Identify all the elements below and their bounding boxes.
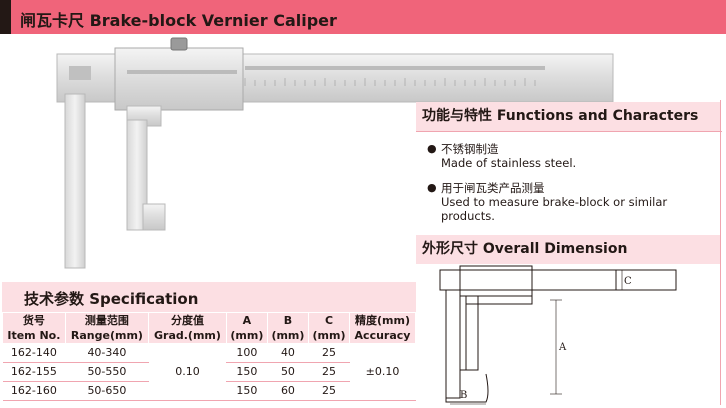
cell-b: 50 (267, 362, 309, 382)
scale-ticks (244, 78, 536, 86)
dimension-heading-bar: 外形尺寸 Overall Dimension (416, 235, 720, 264)
cell-range: 50-550 (65, 362, 149, 382)
feature-text-cn: 用于闸瓦类产品测量 (441, 181, 545, 195)
cell-a: 150 (226, 381, 268, 401)
dimension-drawing: C A B (439, 265, 677, 405)
list-item: ● 不锈钢制造 Made of stainless steel. (427, 142, 717, 170)
feature-text-cn: 不锈钢制造 (441, 142, 499, 156)
feature-text-en: Used to measure brake-block or similar p… (441, 195, 668, 223)
cell-item: 162-160 (2, 381, 66, 401)
cell-grad: 0.10 (148, 343, 227, 401)
header-a: A(mm) (225, 312, 268, 344)
table-row: 162-155 50-550 150 50 25 (2, 362, 416, 382)
dim-label-b: B (460, 390, 467, 401)
cell-b: 60 (267, 381, 309, 401)
cell-range: 40-340 (65, 343, 149, 363)
table-row: 162-140 40-340 0.10 100 40 25 ±0.10 (2, 343, 416, 401)
cell-a: 150 (226, 362, 268, 382)
scale-texture (127, 66, 545, 74)
functions-heading: 功能与特性 Functions and Characters (422, 108, 699, 124)
spec-heading: 技术参数 Specification (24, 290, 199, 308)
feature-list: ● 不锈钢制造 Made of stainless steel. ● 用于闸瓦类… (427, 142, 717, 234)
cell-range: 50-650 (65, 381, 149, 401)
dim-label-c: C (624, 276, 632, 287)
dim-label-a: A (558, 342, 567, 353)
cell-item: 162-140 (2, 343, 66, 363)
cell-accuracy: ±0.10 (349, 343, 416, 401)
right-border (720, 100, 721, 405)
dimension-heading: 外形尺寸 Overall Dimension (422, 241, 628, 257)
cell-c: 25 (308, 362, 350, 382)
cell-item: 162-155 (2, 362, 66, 382)
header-b: B(mm) (266, 312, 309, 344)
title-marker (0, 0, 11, 34)
feature-text-en: Made of stainless steel. (441, 156, 577, 170)
page-title: 闸瓦卡尺 Brake-block Vernier Caliper (20, 11, 337, 30)
title-bar: 闸瓦卡尺 Brake-block Vernier Caliper (0, 0, 726, 34)
functions-heading-bar: 功能与特性 Functions and Characters (416, 102, 720, 131)
header-c: C(mm) (307, 312, 351, 344)
list-item: ● 用于闸瓦类产品测量 Used to measure brake-block … (427, 181, 717, 223)
cell-c: 25 (308, 343, 350, 363)
bullet-icon: ● (427, 142, 437, 155)
bullet-icon: ● (427, 181, 437, 194)
cell-b: 40 (267, 343, 309, 363)
caliper-product-image (56, 37, 614, 269)
cell-c: 25 (308, 381, 350, 401)
functions-divider (416, 131, 722, 132)
cell-a: 100 (226, 343, 268, 363)
spec-heading-bar: 技术参数 Specification (2, 282, 416, 312)
header-accuracy: 精度(mm)Accuracy (349, 312, 416, 344)
table-row: 162-160 50-650 150 60 25 (2, 381, 416, 401)
